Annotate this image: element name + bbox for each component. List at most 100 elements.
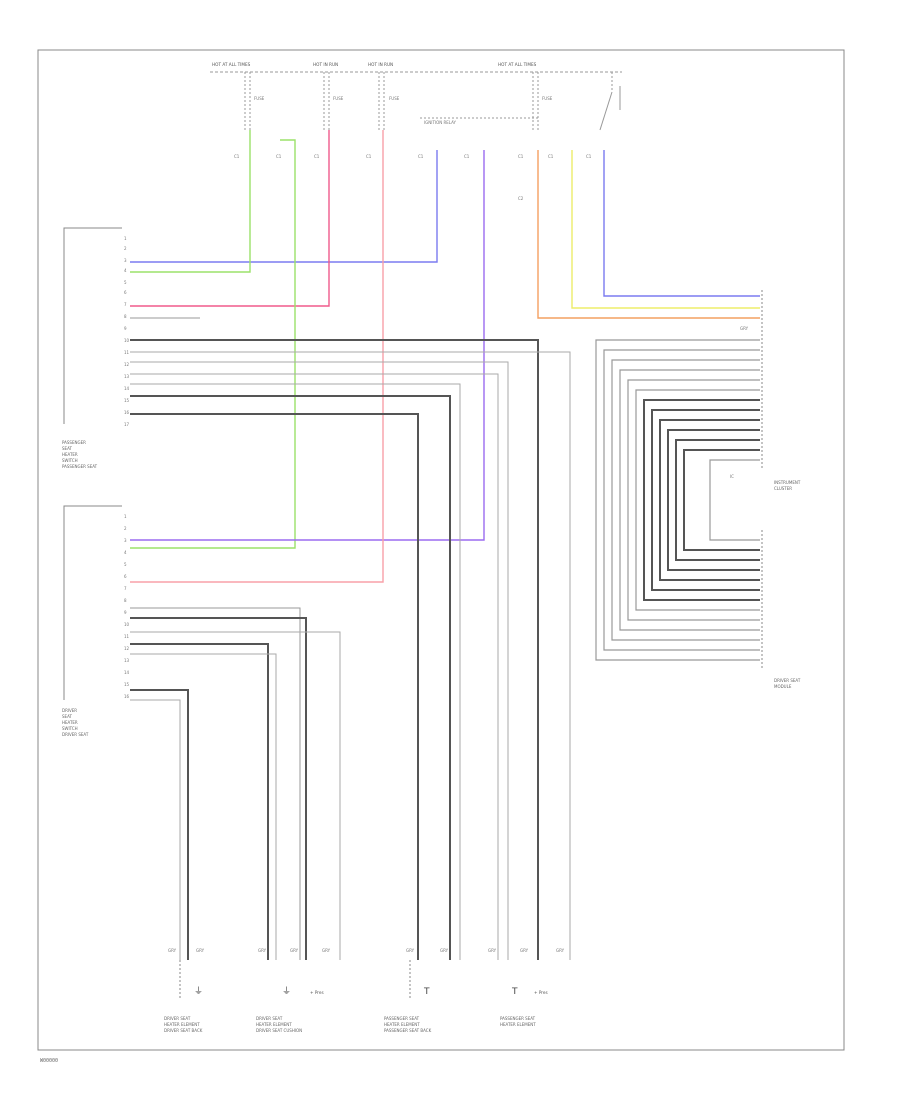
svg-text:GRY: GRY [740,326,749,331]
svg-text:9: 9 [124,610,127,615]
svg-text:⏚: ⏚ [194,986,203,997]
driver-module-label-5: DRIVER SEAT [62,732,89,737]
svg-text:3: 3 [124,258,127,263]
svg-text:4: 4 [124,268,127,273]
svg-text:GRY: GRY [196,948,205,953]
wire-blue-top [130,150,438,263]
svg-text:C1: C1 [314,154,320,159]
bottom-caption-4-line-2: HEATER ELEMENT [500,1022,536,1027]
wire-purple-long [130,150,485,541]
relay-label: IGNITION RELAY [424,120,457,125]
svg-text:16: 16 [124,410,130,415]
wire-green-long [130,139,296,549]
heater-element-1: GRY GRY ⏚ DRIVER SEAT HEATER ELEMENT DRI… [164,948,205,1033]
svg-text:4: 4 [124,550,127,555]
fuse-label-1: FUSE [254,96,265,101]
bottom-caption-4-line-1: PASSENGER SEAT [500,1016,536,1021]
top-label-4: HOT AT ALL TIMES [498,62,537,67]
instrument-cluster: INSTRUMENT CLUSTER [761,290,801,491]
wire-green-top [130,130,251,273]
wire-pink [130,130,330,307]
svg-text:C1: C1 [464,154,470,159]
top-label-3: HOT IN RUN [368,62,393,67]
svg-text:10: 10 [124,338,130,343]
bottom-caption-2-line-2: HEATER ELEMENT [256,1022,292,1027]
svg-text:IC: IC [730,474,734,479]
wire-blue-right [603,150,760,297]
svg-text:13: 13 [124,374,130,379]
right-upper-label-1: INSTRUMENT [774,480,801,485]
svg-text:GRY: GRY [290,948,299,953]
passenger-module-label-4: SWITCH [62,458,78,463]
passenger-module-label-3: HEATER [62,452,78,457]
top-labels: HOT AT ALL TIMES HOT IN RUN HOT IN RUN H… [212,62,537,67]
svg-text:GRY: GRY [488,948,497,953]
svg-text:2: 2 [124,246,127,251]
svg-text:C1: C1 [366,154,372,159]
svg-text:10: 10 [124,622,130,627]
wire-yellow [571,150,760,309]
svg-text:GRY: GRY [520,948,529,953]
svg-text:GRY: GRY [258,948,267,953]
svg-text:GRY: GRY [406,948,415,953]
fuse-label-3: FUSE [389,96,400,101]
svg-text:3: 3 [124,538,127,543]
svg-text:11: 11 [124,350,130,355]
passenger-module-label-5: PASSENGER SEAT [62,464,98,469]
svg-text:12: 12 [124,646,130,651]
svg-text:14: 14 [124,670,130,675]
svg-text:C1: C1 [586,154,592,159]
wire-orange [537,150,760,319]
svg-text:9: 9 [124,326,127,331]
bottom-caption-3-line-1: PASSENGER SEAT [384,1016,420,1021]
svg-text:1: 1 [124,514,127,519]
driver-module-label-1: DRIVER [62,708,77,713]
svg-text:15: 15 [124,682,130,687]
driver-module-label-2: SEAT [62,714,72,719]
svg-text:8: 8 [124,598,127,603]
colored-wires [130,130,760,583]
right-module-pins: GRY IC [730,326,749,479]
svg-text:7: 7 [124,586,127,591]
svg-text:2: 2 [124,526,127,531]
footer-code: W00000 [40,1058,58,1064]
svg-text:5: 5 [124,280,127,285]
svg-text:C2: C2 [518,196,524,201]
right-lower-label-1: DRIVER SEAT [774,678,801,683]
fuse-label-2: FUSE [333,96,344,101]
bottom-caption-3-line-2: HEATER ELEMENT [384,1022,420,1027]
bottom-caption-2-line-1: DRIVER SEAT [256,1016,283,1021]
bottom-caption-2-line-3: DRIVER SEAT CUSHION [256,1028,302,1033]
svg-text:7: 7 [124,302,127,307]
svg-text:11: 11 [124,634,130,639]
svg-text:16: 16 [124,694,130,699]
passenger-module-label-2: SEAT [62,446,72,451]
svg-text:6: 6 [124,290,127,295]
driver-module-label-4: SWITCH [62,726,78,731]
svg-text:14: 14 [124,386,130,391]
svg-text:C1: C1 [276,154,282,159]
svg-text:T: T [511,987,518,997]
bottom-caption-3-line-3: PASSENGER SEAT BACK [384,1028,432,1033]
passenger-seat-heater-switch: PASSENGER SEAT HEATER SWITCH PASSENGER S… [62,227,130,469]
svg-text:T: T [423,987,430,997]
svg-text:⏚: ⏚ [282,986,291,997]
svg-text:1: 1 [124,236,127,241]
svg-text:GRY: GRY [440,948,449,953]
svg-text:15: 15 [124,398,130,403]
ignition-relay: IGNITION RELAY [420,86,621,131]
top-label-2: HOT IN RUN [313,62,338,67]
bottom-caption-1-line-2: HEATER ELEMENT [164,1022,200,1027]
right-lower-label-2: MODULE [774,684,792,689]
svg-text:GRY: GRY [556,948,565,953]
svg-text:17: 17 [124,422,130,427]
heater-element-2: GRY GRY GRY ⏚ + Pres DRIVER SEAT HEATER … [256,948,331,1033]
heater-elements: GRY GRY ⏚ DRIVER SEAT HEATER ELEMENT DRI… [164,948,565,1033]
passenger-module-label-1: PASSENGER [62,440,86,445]
svg-text:6: 6 [124,574,127,579]
fuse-labels: FUSE FUSE FUSE FUSE [254,96,553,101]
svg-text:C1: C1 [518,154,524,159]
diagram-border [37,49,845,1051]
